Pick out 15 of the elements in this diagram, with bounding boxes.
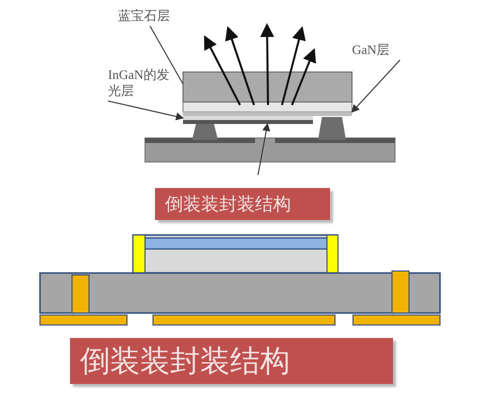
leader-line (351, 60, 400, 113)
layer-label: GaN层 (352, 42, 412, 60)
leader-line (150, 26, 184, 84)
leader-line (258, 123, 270, 176)
electrode-layer (183, 120, 313, 124)
leader-line (108, 100, 184, 120)
gan-layer (183, 112, 352, 116)
banner-text: 倒装装封装结构 (80, 342, 290, 380)
layer-label: InGaN的发光层 (108, 67, 178, 101)
title-banner (155, 188, 330, 220)
title-banner (70, 338, 393, 384)
layer-label: 蓝宝石层 (118, 8, 198, 26)
sapphire-layer (182, 72, 352, 102)
banner-text: 倒装装封装结构 (165, 193, 291, 216)
emission-layer (183, 116, 313, 120)
